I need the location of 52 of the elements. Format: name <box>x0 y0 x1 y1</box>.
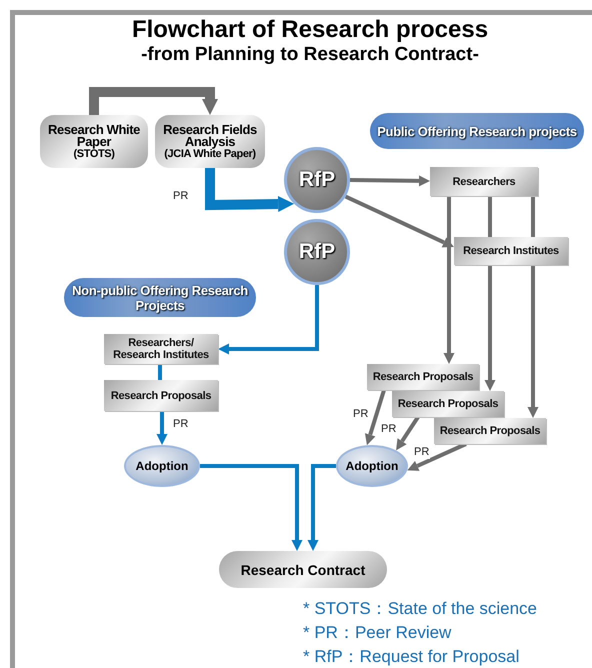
process-box <box>392 391 504 417</box>
node-sublabel: (STOTS) <box>74 148 114 160</box>
arrow <box>89 87 218 115</box>
node-label: Research Institutes <box>463 245 559 257</box>
node-label: Adoption <box>136 459 188 473</box>
process-box <box>155 115 265 168</box>
arrow <box>484 265 496 391</box>
arrow <box>156 411 168 445</box>
diagram-title: Flowchart of Research process <box>130 16 490 44</box>
node-label: Research Proposals <box>372 371 474 383</box>
arrow <box>396 416 420 450</box>
arrow <box>444 196 454 364</box>
node-sublabel: (JCIA White Paper) <box>164 148 256 160</box>
terminal-box <box>219 551 387 588</box>
category-band <box>370 113 584 149</box>
arrow <box>200 464 302 551</box>
node-label: Researchers/ Research Institutes <box>112 337 210 361</box>
category-band <box>64 278 256 317</box>
connector-line <box>488 196 492 237</box>
node-label: Non-public Offering Research Projects <box>71 282 249 312</box>
node-label: Research Proposals <box>440 425 540 437</box>
node-label: Research White Paper <box>47 124 141 148</box>
arrow <box>218 285 319 354</box>
arrow <box>528 265 538 418</box>
arrow <box>308 464 336 551</box>
node-label: Research Fields Analysis <box>162 124 258 148</box>
footnote: * RfP：Request for Proposal <box>303 647 520 667</box>
node-label: Research Proposals <box>110 390 212 402</box>
footnote: * PR：Peer Review <box>303 623 452 643</box>
arrow <box>344 194 454 248</box>
node-label: Adoption <box>346 459 398 473</box>
connector-line <box>531 196 535 237</box>
edge-label: PR <box>413 446 430 459</box>
process-box <box>454 237 568 265</box>
node-label: Public Offering Research projects <box>377 124 577 138</box>
process-box <box>104 380 218 411</box>
node-label: Research Contract <box>240 562 366 578</box>
process-box <box>434 418 546 444</box>
subtitle: -from Planning to Research Contract- <box>140 44 480 66</box>
arrow <box>350 175 430 186</box>
node-label: Research Proposals <box>398 398 498 410</box>
node-label: Researchers <box>452 176 516 188</box>
process-box <box>430 167 538 196</box>
process-box <box>367 364 479 390</box>
arrow <box>407 442 467 471</box>
arrow <box>364 389 386 446</box>
process-box <box>104 334 218 364</box>
footnote: * STOTS：State of the science <box>303 599 538 619</box>
node-label: RfP <box>298 240 336 264</box>
connector-line <box>158 364 162 380</box>
process-box <box>40 115 148 168</box>
node-label: RfP <box>298 168 336 192</box>
